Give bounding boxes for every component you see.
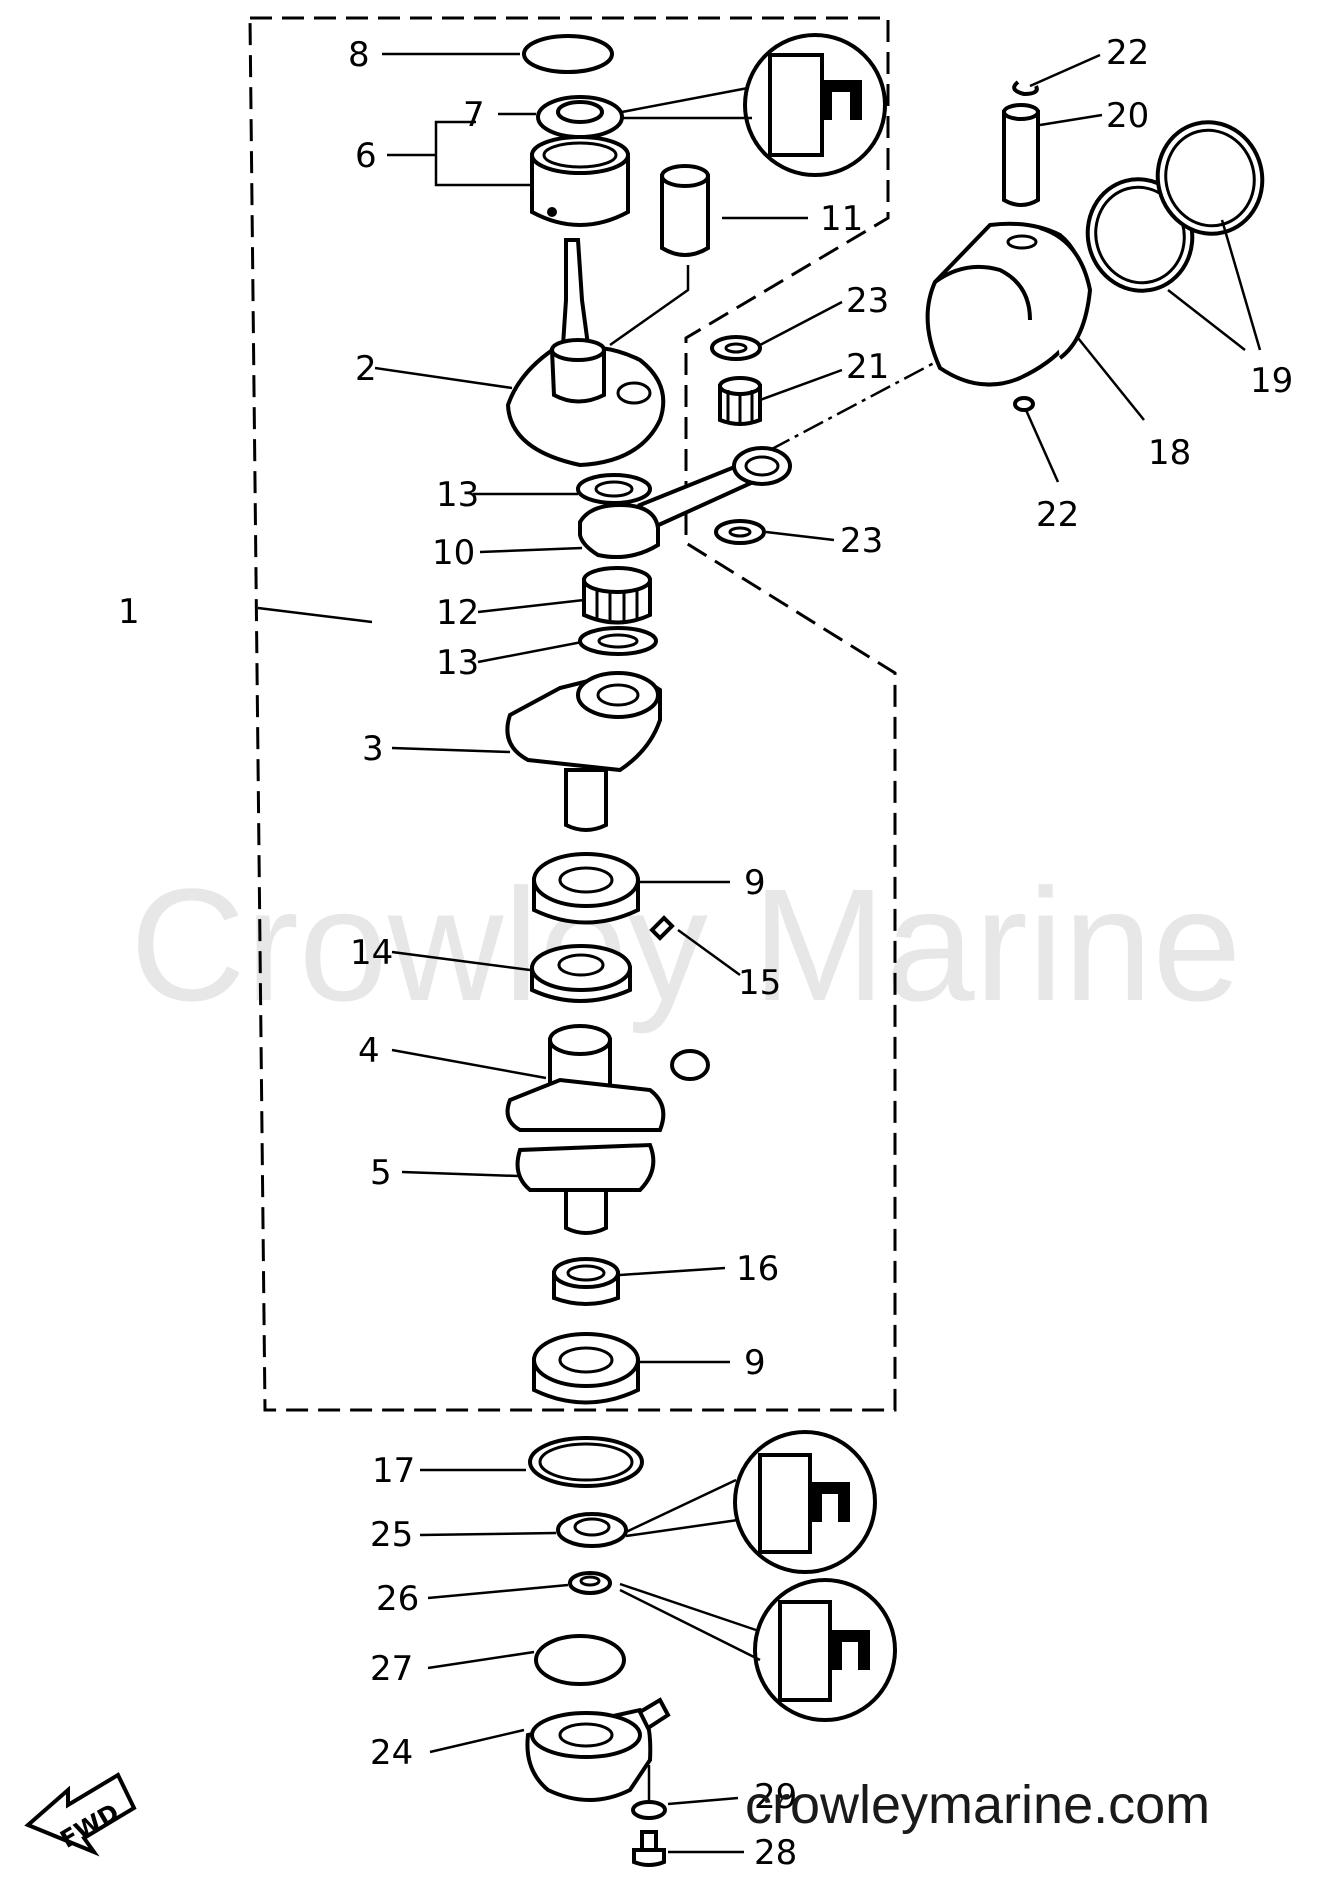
callout-13-lower: 13 (436, 643, 479, 683)
thrust-washer-lower-part (578, 626, 658, 656)
callout-19: 19 (1250, 361, 1293, 401)
fwd-arrow-icon: FWD (24, 1772, 137, 1857)
small-oil-seal-part (568, 1571, 612, 1595)
callout-5: 5 (370, 1153, 392, 1193)
callout-24: 24 (370, 1733, 413, 1773)
callout-27: 27 (370, 1649, 413, 1689)
callout-4: 4 (358, 1031, 380, 1071)
leader-lines (257, 52, 1262, 1854)
callout-11: 11 (820, 199, 863, 239)
callout-9-lower: 9 (744, 1343, 766, 1383)
needle-bearing-part (582, 566, 652, 625)
piston-pin-part (1002, 103, 1040, 207)
labyrinth-seal-part (530, 944, 632, 1003)
washer-upper-part (710, 335, 762, 361)
bolt-part (632, 1830, 666, 1867)
washer-lower-part (714, 519, 766, 545)
seal-detail-top (621, 33, 887, 177)
piston-part (925, 221, 1093, 387)
callout-13-upper: 13 (436, 475, 479, 515)
ball-bearing-lower-part (532, 1332, 640, 1405)
callout-22-bottom: 22 (1036, 495, 1079, 535)
callout-6: 6 (355, 136, 377, 176)
oil-seal-lower-part (556, 1512, 628, 1548)
connecting-rod-part (578, 446, 792, 559)
thrust-washer-part (576, 473, 652, 505)
callout-1: 1 (118, 592, 140, 632)
washer-part (631, 1800, 667, 1820)
callout-2: 2 (355, 349, 377, 389)
callout-12: 12 (436, 593, 479, 633)
callout-21: 21 (846, 347, 889, 387)
bearing-sleeve-part (530, 135, 630, 227)
dowel-pin-part (649, 915, 675, 941)
seal-detail-mid (625, 1430, 877, 1574)
lower-crank-part (505, 1024, 710, 1235)
callout-8: 8 (348, 35, 370, 75)
ball-bearing-upper-part (532, 852, 640, 925)
callout-25: 25 (370, 1515, 413, 1555)
pin-part (660, 164, 710, 257)
callout-23-lower: 23 (840, 521, 883, 561)
watermark-text: Crowley Marine (130, 855, 1241, 1034)
circlip-bottom-part (1013, 396, 1035, 412)
oil-seal-part (536, 95, 624, 139)
site-watermark: crowleymarine.com (745, 1775, 1210, 1835)
callout-18: 18 (1148, 433, 1191, 473)
o-ring-lower-part (534, 1634, 626, 1686)
mid-crank-part (505, 671, 662, 832)
roller-bearing-part (552, 1257, 620, 1306)
callout-16: 16 (736, 1249, 779, 1289)
seal-ring-part (528, 1436, 644, 1488)
callout-29: 29 (754, 1777, 797, 1817)
callout-20: 20 (1106, 96, 1149, 136)
callout-23-upper: 23 (846, 281, 889, 321)
crankshaft-assembly-boundary (248, 16, 897, 1412)
small-end-bearing-part (718, 376, 762, 426)
callout-22-top: 22 (1106, 33, 1149, 73)
callout-26: 26 (376, 1579, 419, 1619)
o-ring-part (522, 34, 614, 74)
callout-10: 10 (432, 533, 475, 573)
callout-9-upper: 9 (744, 863, 766, 903)
callout-3: 3 (362, 729, 384, 769)
callout-28: 28 (754, 1833, 797, 1873)
callout-17: 17 (372, 1451, 415, 1491)
seal-detail-bottom (619, 1578, 897, 1722)
callout-7: 7 (463, 95, 485, 135)
callout-14: 14 (350, 933, 393, 973)
callout-15: 15 (738, 963, 781, 1003)
seal-housing-part (525, 1697, 671, 1802)
upper-crank-part (505, 238, 666, 468)
